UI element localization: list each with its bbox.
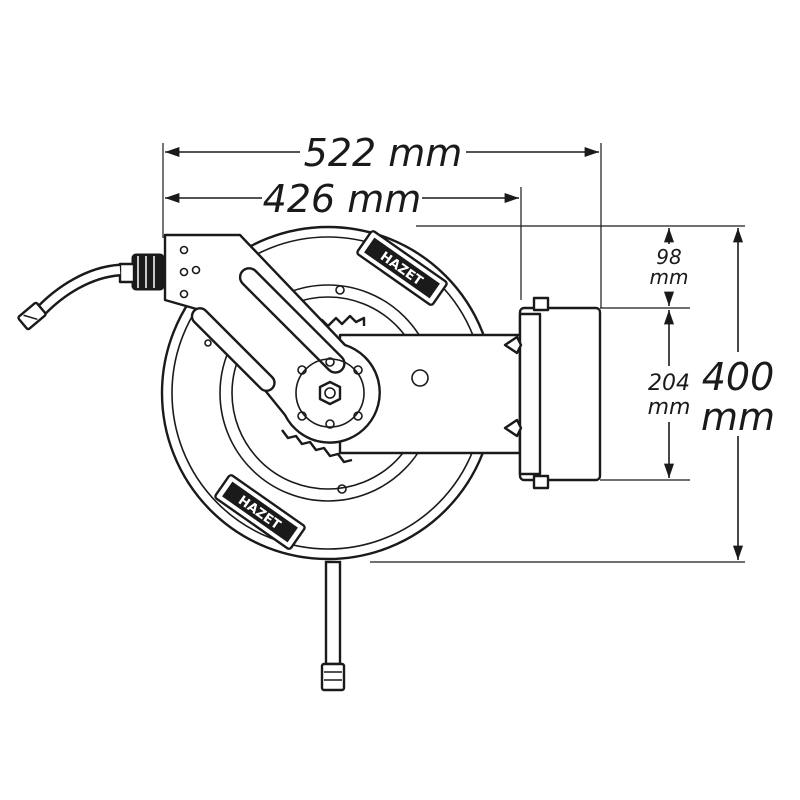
hub-bolt	[335, 285, 345, 295]
overall-width-dimension: 522 mm	[165, 131, 599, 175]
arm-hole	[179, 267, 189, 277]
arm-hole	[179, 245, 189, 255]
mounting-tab-bottom	[532, 474, 550, 490]
logo-plate-bottom: HAZET	[214, 474, 306, 550]
inlet-coupling	[131, 253, 165, 291]
bracket-lug	[503, 418, 523, 438]
mounting-flange	[518, 312, 542, 476]
arm-hole	[297, 365, 307, 375]
inlet-hose	[17, 263, 121, 331]
drum-width-dimension: 426 mm	[165, 177, 519, 221]
arm-hole	[191, 265, 201, 275]
overall-height-dimension: 400 mm	[701, 228, 775, 560]
arm-hub-ring	[295, 358, 365, 428]
arm-hole	[325, 419, 335, 429]
overall-height-value: 400	[702, 355, 775, 399]
hub-bolt	[204, 339, 212, 347]
outlet-hose	[320, 560, 346, 692]
hub-bolt	[337, 484, 347, 494]
extension-lines	[162, 143, 745, 563]
bracket-height-unit: mm	[648, 395, 691, 420]
arm-hole	[297, 411, 307, 421]
bracket-height-dimension: 204 mm	[648, 310, 691, 478]
bracket-height-value: 204	[648, 371, 690, 396]
arm-hole	[179, 289, 189, 299]
drum-width-label: 426 mm	[263, 177, 422, 221]
axle	[324, 387, 336, 399]
arm-hole	[353, 411, 363, 421]
inlet-fitting	[118, 253, 165, 291]
bracket-bolt	[411, 369, 429, 387]
overall-width-label: 522 mm	[304, 131, 463, 175]
hex-nut	[318, 380, 342, 406]
arm-slot-upper	[238, 267, 346, 374]
mounting-tab-top	[532, 296, 550, 312]
bracket-offset-unit: mm	[650, 265, 689, 289]
arm-slot-lower	[190, 307, 276, 392]
swivel-arm	[163, 233, 381, 444]
arm-hole	[325, 357, 335, 367]
inlet-hose-end	[17, 301, 47, 331]
wall-bracket	[338, 296, 602, 490]
inlet-nut	[118, 262, 136, 284]
outlet-hose-end	[320, 662, 346, 692]
bracket-lug	[503, 335, 523, 355]
overall-height-unit: mm	[701, 395, 775, 439]
arm-hole	[353, 365, 363, 375]
bracket-offset-dimension: 98 mm	[650, 228, 689, 306]
bracket-offset-value: 98	[656, 245, 681, 269]
